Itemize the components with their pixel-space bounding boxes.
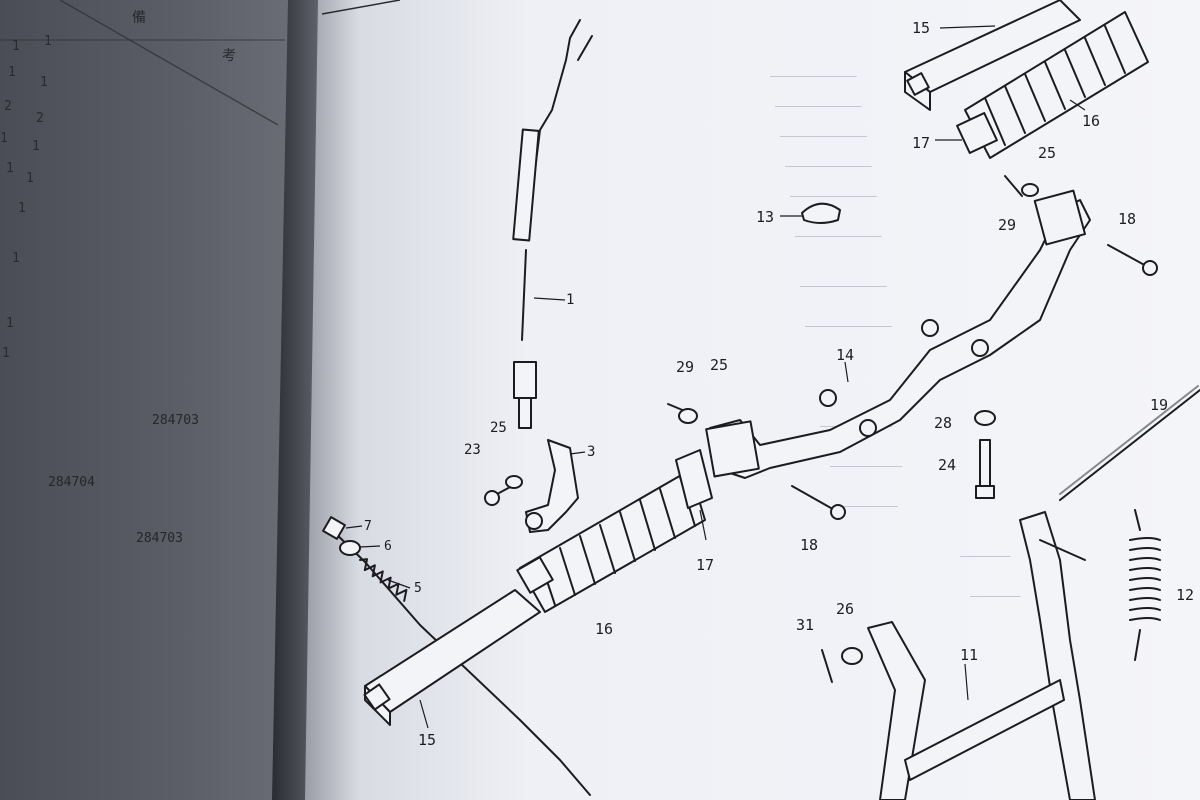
svg-text:―――――――: ――――――― [960,549,1011,563]
qty-b-5: 1 [26,171,34,186]
callout-29-middle: 29 [676,358,694,376]
callout-11: 11 [960,646,978,664]
svg-text:――――――――――――: ―――――――――――― [790,189,877,203]
callout-15-lower: 15 [418,731,436,749]
qty-a-7: 1 [12,251,20,266]
svg-text:――――――――――――: ―――――――――――― [775,99,862,113]
svg-text:――――――――: ―――――――― [840,499,899,513]
qty-a-6: 1 [18,201,26,216]
qty-b-1: 1 [44,34,52,49]
qty-a-3: 2 [4,99,12,114]
left-page [0,0,300,800]
left-page-text: 備 考 1 1 2 1 1 1 1 1 1 1 1 2 1 1 284703 2… [0,10,236,546]
callout-24: 24 [938,456,956,474]
part-pin-31 [821,649,833,683]
qty-a-2: 1 [8,65,16,80]
code-1: 284703 [152,413,199,428]
part-brake-rod [322,516,591,796]
callout-labels: 15 17 16 25 13 29 18 1 14 29 25 3 23 25 … [364,19,1194,749]
callout-23: 23 [464,442,481,458]
svg-text:――――――――――――: ―――――――――――― [785,159,872,173]
part-pin-upper [1004,175,1039,197]
part-footpeg-bar-upper [904,0,1081,111]
part-bolt-small [484,475,523,506]
callout-16-lower: 16 [595,620,613,638]
svg-text:――――――――――――: ―――――――――――― [805,319,892,333]
callout-17-lower: 17 [696,556,714,574]
part-cable [512,19,593,429]
svg-text:――――――――――――: ―――――――――――― [780,129,867,143]
qty-a-4: 1 [0,131,8,146]
part-step-bar [705,189,1091,479]
part-cap [780,202,841,224]
callout-25-upper: 25 [1038,144,1056,162]
part-footpeg-bar-lower [363,589,541,729]
callout-25-lower: 25 [490,420,507,436]
code-2: 284704 [48,475,95,490]
part-bracket [525,439,586,533]
callout-16-upper: 16 [1082,112,1100,130]
callout-19: 19 [1150,396,1168,414]
callout-13: 13 [756,208,774,226]
qty-a-5: 1 [6,161,14,176]
part-footpeg-rubber-lower [516,469,706,613]
bleed-through-text: ―――――――――――― ―――――――――――― ―――――――――――― ―… [770,69,1021,603]
parts-diagram [322,0,1200,800]
part-pin-18-upper [1107,244,1158,276]
svg-text:――――――――――: ―――――――――― [830,459,903,473]
part-rod-19 [1059,385,1200,501]
part-pin-18-lower [791,485,846,520]
callout-12: 12 [1176,586,1194,604]
part-footpeg-rubber-upper [935,11,1149,159]
callout-17-upper: 17 [912,134,930,152]
part-bolt-24 [975,439,995,499]
part-washer-26 [841,647,863,665]
callout-18-upper: 18 [1118,210,1136,228]
part-spring [1129,509,1161,661]
callout-6: 6 [384,539,392,554]
callout-1: 1 [566,292,574,308]
callout-18-lower: 18 [800,536,818,554]
callout-31: 31 [796,616,814,634]
callout-3: 3 [587,444,595,460]
callout-14: 14 [836,346,854,364]
part-pin-middle [667,403,698,424]
qty-b-3: 2 [36,111,44,126]
code-3: 284703 [136,531,183,546]
part-footpeg-cap-lower [675,449,713,541]
qty-a-8: 1 [6,316,14,331]
callout-28: 28 [934,414,952,432]
callout-29-upper: 29 [998,216,1016,234]
qty-a-9: 1 [2,346,10,361]
callout-7: 7 [364,519,372,534]
callout-5: 5 [414,581,422,596]
part-washer-28 [974,410,996,426]
qty-b-2: 1 [40,75,48,90]
svg-text:――――――――――――: ―――――――――――― [770,69,857,83]
header-right-char: 考 [222,48,236,64]
callout-15-upper: 15 [912,19,930,37]
qty-b-4: 1 [32,139,40,154]
svg-text:――――――――――――: ―――――――――――― [800,279,887,293]
svg-text:―――――――: ――――――― [970,589,1021,603]
header-left-char: 備 [132,10,146,26]
callout-25-middle: 25 [710,356,728,374]
svg-text:――――――――――――: ―――――――――――― [795,229,882,243]
part-main-stand [867,511,1096,800]
callout-26: 26 [836,600,854,618]
qty-a-1: 1 [12,39,20,54]
